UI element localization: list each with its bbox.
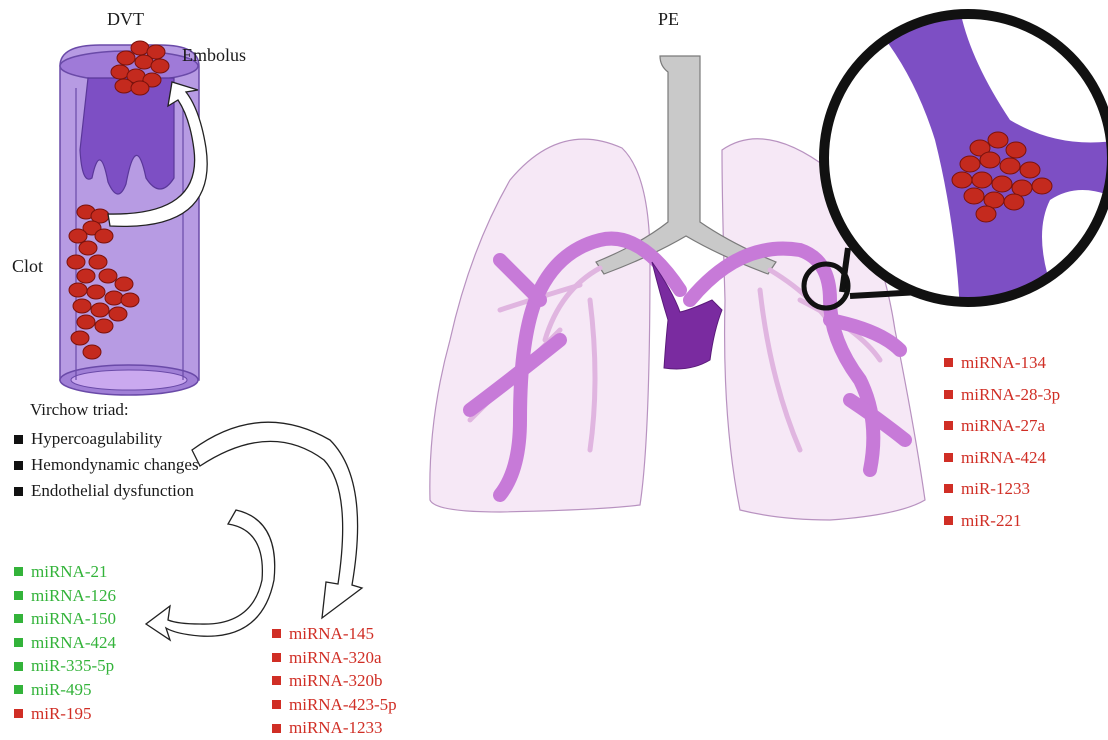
list-item-label: miRNA-423-5p <box>289 693 397 717</box>
bullet-square-icon <box>14 487 23 496</box>
list-item: miRNA-424 <box>944 442 1060 474</box>
bullet-square-icon <box>14 435 23 444</box>
list-item-label: miRNA-320b <box>289 669 383 693</box>
bullet-square-icon <box>272 629 281 638</box>
list-item: miRNA-145 <box>272 622 397 646</box>
list-item-label: miR-221 <box>961 505 1021 537</box>
list-item-label: miRNA-21 <box>31 560 108 584</box>
curved-arrow <box>192 422 362 618</box>
dvt-mirna-right-list: miRNA-145 miRNA-320a miRNA-320b miRNA-42… <box>272 622 397 740</box>
bullet-square-icon <box>944 358 953 367</box>
embolus-label: Embolus <box>182 45 246 65</box>
list-item: miRNA-28-3p <box>944 379 1060 411</box>
virchow-title: Virchow triad: <box>30 400 129 420</box>
list-item-label: miRNA-150 <box>31 607 116 631</box>
list-item-label: miRNA-1233 <box>289 716 383 740</box>
list-item: miR-335-5p <box>14 654 116 678</box>
list-item: Hemondynamic changes <box>14 452 199 478</box>
list-item-label: Hemondynamic changes <box>31 452 199 478</box>
list-item: miRNA-21 <box>14 560 116 584</box>
clot-label: Clot <box>12 256 43 276</box>
list-item-label: miR-335-5p <box>31 654 114 678</box>
bullet-square-icon <box>272 724 281 733</box>
bullet-square-icon <box>944 390 953 399</box>
list-item-label: miRNA-424 <box>31 631 116 655</box>
list-item-label: Endothelial dysfunction <box>31 478 194 504</box>
list-item: miR-495 <box>14 678 116 702</box>
bullet-square-icon <box>944 453 953 462</box>
bullet-square-icon <box>14 685 23 694</box>
bullet-square-icon <box>14 461 23 470</box>
list-item-label: miRNA-145 <box>289 622 374 646</box>
bullet-square-icon <box>14 709 23 718</box>
list-item: miRNA-27a <box>944 410 1060 442</box>
list-item: miRNA-320a <box>272 646 397 670</box>
list-item: miR-195 <box>14 702 116 726</box>
list-item-label: miR-1233 <box>961 473 1030 505</box>
list-item-label: miRNA-320a <box>289 646 382 670</box>
bullet-square-icon <box>944 421 953 430</box>
list-item: miRNA-134 <box>944 347 1060 379</box>
list-item: miRNA-150 <box>14 607 116 631</box>
list-item-label: miRNA-27a <box>961 410 1045 442</box>
bullet-square-icon <box>14 638 23 647</box>
bullet-square-icon <box>272 700 281 709</box>
dvt-mirna-left-list: miRNA-21 miRNA-126 miRNA-150 miRNA-424 m… <box>14 560 116 725</box>
pe-mirna-list: miRNA-134 miRNA-28-3p miRNA-27a miRNA-42… <box>944 347 1060 536</box>
bullet-square-icon <box>14 591 23 600</box>
list-item-label: miR-495 <box>31 678 91 702</box>
list-item-label: Hypercoagulability <box>31 426 162 452</box>
bullet-square-icon <box>272 653 281 662</box>
bullet-square-icon <box>944 484 953 493</box>
virchow-list: Hypercoagulability Hemondynamic changes … <box>14 426 199 504</box>
list-item-label: miRNA-126 <box>31 584 116 608</box>
list-item-label: miRNA-28-3p <box>961 379 1060 411</box>
list-item: miRNA-320b <box>272 669 397 693</box>
list-item-label: miRNA-424 <box>961 442 1046 474</box>
bullet-square-icon <box>14 662 23 671</box>
list-item: Endothelial dysfunction <box>14 478 199 504</box>
list-item: miRNA-424 <box>14 631 116 655</box>
list-item: miR-221 <box>944 505 1060 537</box>
list-item: miRNA-126 <box>14 584 116 608</box>
list-item-label: miR-195 <box>31 702 91 726</box>
pe-label: PE <box>658 9 679 29</box>
list-item-label: miRNA-134 <box>961 347 1046 379</box>
dvt-label: DVT <box>107 9 144 29</box>
bullet-square-icon <box>14 567 23 576</box>
bullet-square-icon <box>944 516 953 525</box>
curved-arrow <box>146 510 275 640</box>
list-item: Hypercoagulability <box>14 426 199 452</box>
bullet-square-icon <box>14 614 23 623</box>
list-item: miRNA-423-5p <box>272 693 397 717</box>
list-item: miRNA-1233 <box>272 716 397 740</box>
list-item: miR-1233 <box>944 473 1060 505</box>
bullet-square-icon <box>272 676 281 685</box>
